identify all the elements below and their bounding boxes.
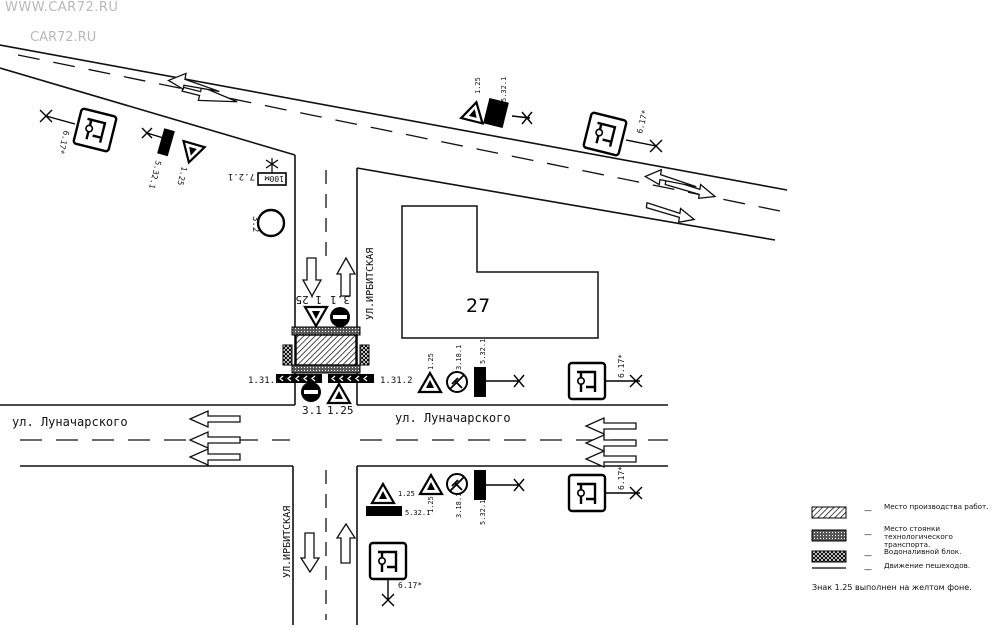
code-5321-north: 5.32.1	[500, 77, 508, 102]
watermark-url: WWW.CAR72.RU	[5, 0, 119, 15]
code-617-south: 6.17*	[398, 581, 422, 590]
code-125-se: 1.25	[427, 496, 435, 513]
post-ne	[625, 139, 663, 153]
code-31-south: 3.1	[302, 404, 322, 417]
detour-plate-east	[474, 367, 486, 397]
no-traffic-sign-icon	[256, 208, 286, 238]
no-entry-sign-north-icon	[330, 307, 350, 327]
code-31-north: 3.1	[330, 293, 350, 306]
code-125-north-combo: 1.25	[474, 77, 482, 94]
street-label-irbitskaya-south: УЛ.ИРБИТСКАЯ	[282, 506, 293, 578]
detour-sign-south-icon	[368, 541, 408, 581]
no-left-turn-sign-east-icon	[446, 371, 468, 393]
code-3181-se: 3.18.1	[455, 493, 463, 518]
detour-plate-corner	[366, 506, 402, 516]
work-zone-parking-upper	[291, 326, 361, 336]
code-617-east: 6.17*	[617, 354, 626, 378]
legend-labels: Место производства работ. Место стоянки …	[884, 503, 989, 570]
code-125-south: 1.25	[327, 404, 354, 417]
detour-plate-north	[483, 97, 509, 129]
legend-label-parking: Место стоянки технологического транспорт…	[884, 524, 953, 549]
direction-arrows-lunacharsky	[188, 409, 637, 469]
post-north	[511, 111, 533, 125]
svg-text:—: —	[864, 506, 872, 515]
code-125-east: 1.25	[427, 353, 435, 370]
water-block-right	[359, 344, 370, 366]
post-nw	[39, 109, 76, 125]
water-block-left	[282, 344, 293, 366]
street-label-irbitskaya-north: УЛ.ИРБИТСКАЯ	[365, 248, 376, 320]
watermark-logo: CAR72.RU	[30, 30, 97, 45]
direction-arrows-irbitskaya	[299, 256, 357, 574]
code-32: 3.2	[250, 216, 260, 232]
code-1312-left: 1.31.2	[248, 376, 281, 386]
post-se	[486, 478, 525, 492]
building-27	[401, 205, 599, 339]
svg-text:—: —	[864, 551, 872, 560]
legend-label-works: Место производства работ.	[884, 503, 989, 511]
code-617-ne: 6.17*	[635, 109, 650, 135]
chevron-board-right	[328, 374, 374, 383]
direction-arrows-upper	[167, 72, 717, 224]
legend-icon-cross-hatch	[811, 529, 847, 542]
code-617-se: 6.17*	[617, 466, 626, 490]
post-east-617	[605, 374, 643, 388]
code-125-corner: 1.25	[398, 490, 415, 498]
building-number: 27	[466, 295, 490, 317]
chevron-board-left	[276, 374, 322, 383]
code-5321-east: 5.32.1	[479, 339, 487, 364]
work-zone-area	[295, 334, 357, 366]
legend: — — — —	[811, 506, 872, 574]
svg-text:—: —	[864, 530, 872, 539]
post-east	[486, 374, 525, 388]
road-works-sign-corner-icon	[370, 482, 396, 505]
work-zone-parking-lower	[291, 364, 361, 374]
legend-icon-hatch	[811, 506, 847, 519]
detour-sign-nw-icon	[71, 106, 119, 154]
road-works-sign-north-combo-icon	[460, 98, 489, 125]
street-label-lunacharsky-right: ул. Луначарского	[395, 411, 511, 425]
post-south	[381, 579, 395, 607]
code-5321-se: 5.32.1	[479, 500, 487, 525]
detour-plate-se	[474, 470, 486, 500]
legend-icon-block	[811, 550, 847, 563]
svg-text:100м: 100м	[265, 174, 284, 183]
detour-sign-east-icon	[567, 361, 607, 401]
code-5321-corner: 5.32.1	[405, 509, 430, 517]
code-3181-east: 3.18.1	[455, 345, 463, 370]
road-works-sign-icon	[326, 382, 352, 405]
road-works-sign-se-icon	[418, 473, 444, 496]
no-left-turn-sign-se-icon	[446, 473, 468, 495]
code-125-nw: 1.25	[175, 166, 188, 187]
code-1312-right: 1.31.2	[380, 376, 413, 386]
code-721: 7.2.1	[228, 171, 255, 181]
road-works-sign-east-icon	[417, 371, 443, 394]
code-125-north: 1.25	[296, 293, 323, 306]
detour-sign-se-icon	[567, 473, 607, 513]
svg-text:—: —	[864, 565, 872, 574]
upper-road	[0, 44, 788, 241]
post-nw-combo	[141, 127, 171, 141]
lunacharsky-street	[0, 404, 668, 467]
legend-note: Знак 1.25 выполнен на желтом фоне.	[812, 583, 972, 592]
road-works-sign-nw-icon	[157, 128, 206, 167]
legend-label-block: Водоналивной блок.	[884, 547, 962, 556]
plate-100m: 100м	[257, 158, 287, 186]
no-entry-sign-icon	[301, 382, 321, 402]
detour-sign-ne-icon	[581, 110, 629, 158]
code-617-nw: 6.17*	[56, 130, 71, 156]
code-5321-nw: 5.32.1	[147, 160, 163, 190]
post-se-617	[605, 486, 643, 500]
legend-label-pedestrians: Движение пешеходов.	[884, 561, 971, 570]
street-label-lunacharsky-left: ул. Луначарского	[12, 415, 128, 429]
road-works-sign-north-icon	[303, 305, 329, 328]
